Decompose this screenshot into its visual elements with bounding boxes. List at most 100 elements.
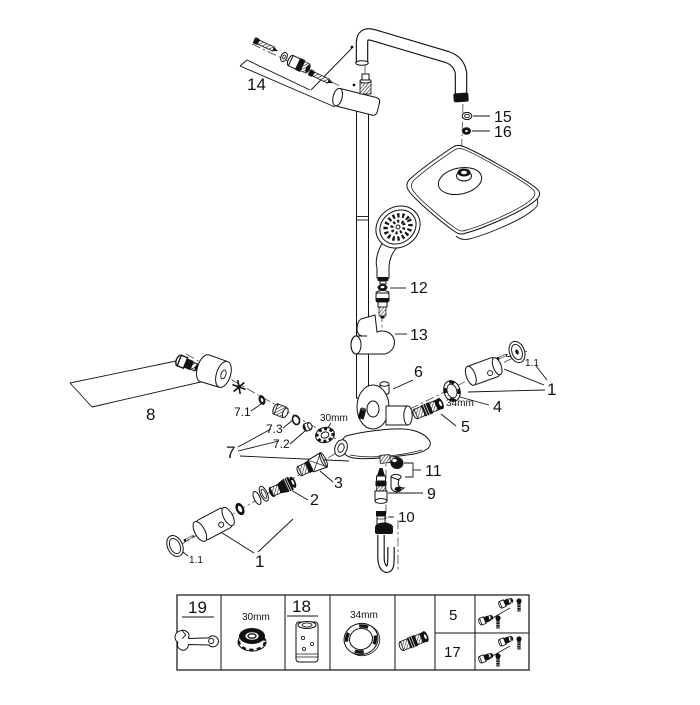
callout-1-bottom: 1: [255, 552, 264, 571]
clamp-screw: [357, 407, 367, 420]
callout-7-2: 7.2: [273, 437, 290, 451]
shower-hose: [375, 522, 395, 573]
legend-label-34mm: 34mm: [350, 610, 378, 621]
leader-11: [404, 462, 421, 478]
head-shower-dome: [437, 166, 483, 196]
leader-1-bottom: [218, 518, 294, 554]
check-ball: [390, 457, 404, 469]
leader-14: [239, 47, 353, 108]
legend-label-19: 19: [188, 598, 207, 617]
callout-5: 5: [461, 419, 470, 436]
adapter-7-2: [302, 421, 313, 432]
callout-6: 6: [414, 364, 423, 381]
connector-7-3: [272, 403, 289, 418]
diverter-connector: [286, 54, 311, 74]
legend-cell-19: 19: [174, 598, 219, 651]
leader-1-right: [467, 368, 546, 393]
wrench-icon: [174, 629, 219, 651]
washer: [280, 51, 288, 63]
callout-13: 13: [410, 327, 428, 344]
callout-1-1-right: 1.1: [525, 358, 539, 369]
legend-label-5: 5: [449, 607, 457, 624]
thermostat-cartridge: [410, 396, 446, 422]
gasket-7-1: [258, 395, 266, 405]
socket-tool-icon: [295, 621, 319, 663]
seal-bushing: [235, 502, 245, 516]
temperature-knob: [196, 354, 232, 388]
legend-cell-rows: 5 17: [444, 607, 461, 661]
callout-7-3: 7.3: [266, 422, 283, 436]
legend-label-18: 18: [292, 597, 311, 616]
shower-rail-bracket: [350, 314, 395, 355]
callouts: 14 15 16 12 13 6 5 4 34mm 1.1 1 8 7.1 7.…: [146, 75, 556, 571]
callout-4: 4: [493, 399, 502, 416]
mounting-screw-icon: [252, 36, 280, 55]
legend-cell-34mm: 34mm: [343, 610, 381, 657]
leader-7-2: [289, 430, 306, 445]
callout-14: 14: [247, 75, 266, 94]
inlet-port: [334, 439, 348, 457]
callout-11: 11: [425, 463, 442, 480]
mixer-body: [334, 381, 431, 464]
escutcheon-bottom: [166, 535, 184, 557]
diverter-button: [379, 381, 390, 395]
washer-pair: [252, 485, 269, 505]
aquadimmer-cartridge: [268, 476, 297, 498]
mounting-dot: [350, 45, 354, 49]
callout-30mm: 30mm: [320, 413, 348, 424]
callout-2: 2: [310, 492, 319, 509]
leader-7-1: [250, 403, 262, 412]
ring-nut-34mm: [443, 380, 461, 402]
leader-6: [392, 379, 414, 390]
o-ring: [291, 414, 301, 426]
center-lines: [176, 43, 528, 570]
escutcheon-right: [508, 340, 526, 364]
legend-label-17: 17: [444, 644, 461, 661]
callout-1-right: 1: [547, 380, 556, 399]
leader-lines: [69, 47, 548, 557]
cover-sleeve-bottom: [192, 506, 235, 543]
spout-outlet-piece: [390, 473, 406, 493]
callout-7: 7: [226, 443, 235, 462]
legend-cell-30mm: 30mm: [237, 612, 270, 652]
leader-2: [290, 489, 309, 501]
leader-3: [319, 470, 334, 483]
callout-3: 3: [334, 475, 343, 492]
legend-cell-18: 18: [287, 597, 319, 663]
hand-shower: [375, 205, 421, 285]
hose-connector-10: [376, 511, 386, 525]
callout-10: 10: [398, 509, 415, 526]
ring-nut-34mm-icon: [343, 622, 381, 657]
leader-4: [459, 396, 490, 406]
leader-8: [69, 360, 206, 408]
callout-9: 9: [427, 486, 436, 503]
callout-34mm: 34mm: [446, 398, 474, 409]
callout-15: 15: [494, 109, 512, 126]
diverter-cartridge-9: [374, 468, 388, 504]
leader-7-3: [282, 419, 294, 429]
legend-label-30mm: 30mm: [242, 612, 270, 623]
callout-12: 12: [410, 280, 428, 297]
o-ring-16: [462, 127, 471, 135]
callout-1-1-bottom: 1.1: [189, 555, 203, 566]
legend-table: 19 30mm 18 34mm: [174, 594, 530, 671]
shower-arm-pipe: [355, 28, 469, 103]
mounting-screws-group: [252, 36, 335, 87]
callout-8: 8: [146, 405, 155, 424]
hand-shower-connector: [375, 290, 390, 319]
head-shower-plate: [406, 144, 541, 240]
mounting-screw-icon: [307, 68, 335, 87]
callout-16: 16: [494, 124, 512, 141]
leader-5: [440, 413, 457, 427]
flow-straightener: [296, 452, 329, 477]
pipe-tee: [332, 45, 381, 116]
callout-7-1: 7.1: [234, 405, 251, 419]
cover-sleeve-right: [464, 357, 503, 386]
hand-shower-washer: [377, 284, 388, 291]
nut-30mm-icon: [237, 628, 267, 652]
nut-30mm: [315, 426, 335, 444]
mounting-dot: [352, 83, 356, 87]
flow-star-washer: [232, 379, 246, 395]
